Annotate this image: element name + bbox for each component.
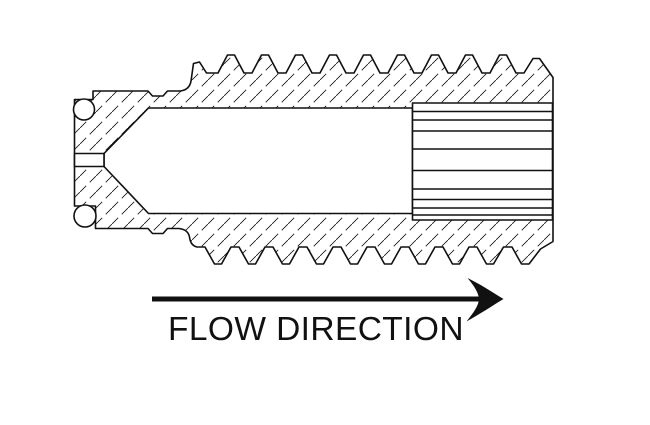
lined-cylindrical-region bbox=[411, 102, 554, 221]
flow-arrow bbox=[152, 278, 504, 322]
orifice-channel bbox=[73, 152, 105, 168]
o-ring-top bbox=[72, 98, 96, 121]
flow-direction-label: FLOW DIRECTION bbox=[168, 311, 464, 348]
o-ring-bottom bbox=[73, 204, 97, 228]
internal-cavity bbox=[103, 107, 414, 215]
flow-arrowhead-icon bbox=[466, 278, 504, 322]
cylinder-surface-lines bbox=[412, 110, 553, 216]
